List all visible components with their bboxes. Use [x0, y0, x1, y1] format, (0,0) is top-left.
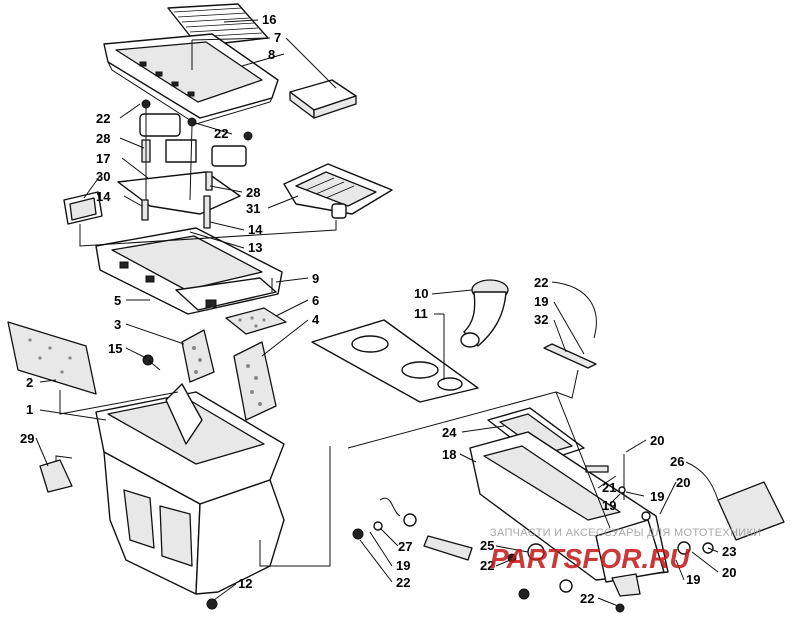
callout-28: 28 — [96, 131, 110, 146]
callout-19: 19 — [650, 489, 664, 504]
callout-22: 22 — [534, 275, 548, 290]
callout-19: 19 — [396, 558, 410, 573]
callout-30: 30 — [96, 169, 110, 184]
part-30 — [63, 191, 103, 225]
part-5-tray — [95, 227, 283, 315]
watermark-logo-main: PARTSFOR — [490, 543, 642, 574]
callout-14: 14 — [248, 222, 263, 237]
callout-20: 20 — [722, 565, 736, 580]
part-11-gasket-plate — [311, 319, 479, 403]
part-31-duct — [283, 163, 393, 219]
callout-13: 13 — [248, 240, 262, 255]
callout-22: 22 — [480, 558, 494, 573]
watermark: ЗАПЧАСТИ И АКСЕССУАРЫ ДЛЯ МОТОТЕХНИКИ PA… — [490, 527, 761, 574]
callout-26: 26 — [670, 454, 684, 469]
callout-32: 32 — [534, 312, 548, 327]
callout-21: 21 — [602, 480, 616, 495]
part-6-foam — [225, 307, 287, 335]
callout-15: 15 — [108, 341, 122, 356]
callout-18: 18 — [442, 447, 456, 462]
watermark-tagline: ЗАПЧАСТИ И АКСЕССУАРЫ ДЛЯ МОТОТЕХНИКИ — [490, 527, 761, 539]
callout-12: 12 — [238, 576, 252, 591]
callout-14: 14 — [96, 189, 111, 204]
hardware-group — [352, 454, 714, 613]
callout-28: 28 — [246, 185, 260, 200]
callout-19: 19 — [602, 498, 616, 513]
callout-10: 10 — [414, 286, 428, 301]
callout-9: 9 — [312, 271, 319, 286]
callout-20: 20 — [676, 475, 690, 490]
part-3-foam — [181, 329, 215, 383]
callout-8: 8 — [268, 47, 275, 62]
part-7-filter-pad — [289, 79, 357, 119]
part-26-filter — [717, 481, 785, 541]
part-18-housing — [469, 431, 669, 583]
part-29-bracket — [39, 459, 73, 493]
callout-20: 20 — [650, 433, 664, 448]
callout-4: 4 — [312, 312, 320, 327]
callout-11: 11 — [414, 306, 428, 321]
callout-1: 1 — [26, 402, 33, 417]
part-14-bolts — [141, 195, 211, 229]
callout-22: 22 — [96, 111, 110, 126]
part-12-plug — [206, 598, 218, 610]
callout-22: 22 — [396, 575, 410, 590]
callout-2: 2 — [26, 375, 33, 390]
callout-19: 19 — [534, 294, 548, 309]
callout-31: 31 — [246, 201, 260, 216]
callout-3: 3 — [114, 317, 121, 332]
callout-7: 7 — [274, 30, 281, 45]
callout-6: 6 — [312, 293, 319, 308]
callout-22: 22 — [214, 126, 228, 141]
callout-29: 29 — [20, 431, 34, 446]
part-24-gasket — [487, 407, 585, 463]
watermark-logo-suffix: .RU — [641, 543, 690, 574]
callout-numbers: 16 7 8 22 22 28 17 30 14 28 31 14 13 9 5… — [20, 12, 736, 606]
callout-19: 19 — [686, 572, 700, 587]
part-2-pad — [7, 321, 97, 395]
part-1-airbox — [95, 383, 285, 595]
watermark-logo: PARTSFOR.RU — [490, 543, 690, 574]
callout-25: 25 — [480, 538, 494, 553]
callout-24: 24 — [442, 425, 457, 440]
callout-17: 17 — [96, 151, 110, 166]
part-4-foam — [233, 341, 277, 421]
callout-22: 22 — [580, 591, 594, 606]
callout-5: 5 — [114, 293, 121, 308]
part-10-elbow — [460, 279, 509, 348]
leader-lines — [35, 19, 719, 607]
callout-27: 27 — [398, 539, 412, 554]
callout-16: 16 — [262, 12, 276, 27]
part-32-strip — [543, 343, 597, 369]
callout-23: 23 — [722, 544, 736, 559]
